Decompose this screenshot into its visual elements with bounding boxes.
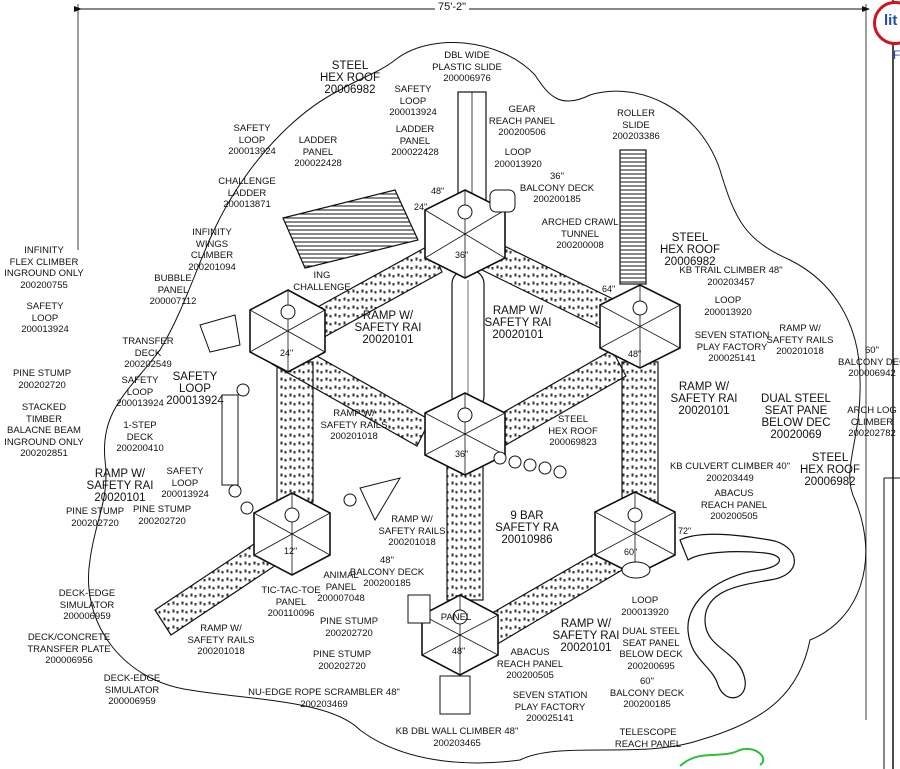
label-deck-concrete: DECK/CONCRETE TRANSFER PLATE 200006956 <box>27 632 111 666</box>
tube-slide-shape <box>451 269 485 411</box>
label-pine-stump-1: PINE STUMP 200202720 <box>12 368 72 391</box>
ramps <box>154 239 659 647</box>
deck-height-3: 24" <box>280 348 293 358</box>
label-arch-log: ARCH LOG CLIMBER 200202782 <box>847 405 897 439</box>
label-ramp-center: RAMP W/ SAFETY RAILS 200201018 <box>320 408 388 442</box>
label-stacked-timber: STACKED TIMBER BALACNE BEAM INGROUND ONL… <box>4 402 84 459</box>
label-ramp-right: RAMP W/ SAFETY RAI 20020101 <box>484 305 552 341</box>
deck-height-2: 36" <box>455 250 468 260</box>
label-deck-edge-2: DECK-EDGE SIMULATOR 200006959 <box>103 673 161 707</box>
label-deck-edge-1: DECK-EDGE SIMULATOR 200006959 <box>58 588 116 622</box>
label-safety-loop-big: SAFETY LOOP 200013924 <box>166 371 224 407</box>
label-steel-hex-roof-3: STEEL HEX ROOF 200069823 <box>548 414 598 448</box>
dimension-line <box>74 4 870 720</box>
deck-height-1: 48" <box>431 186 444 196</box>
label-dbl-wide-slide: DBL WIDE PLASTIC SLIDE 200006976 <box>432 50 502 84</box>
label-seven-station-2: SEVEN STATION PLAY FACTORY 200025141 <box>512 690 588 724</box>
label-ramp-bottom-right: RAMP W/ SAFETY RAI 20020101 <box>552 618 620 654</box>
spiral-slide-shape <box>679 533 795 699</box>
label-tic-tac-toe: TIC-TAC-TOE PANEL 200110096 <box>261 585 321 619</box>
misc-components <box>199 189 651 715</box>
label-loop-1: LOOP 200013920 <box>494 147 542 170</box>
label-balcony-60-low: 60" BALCONY DECK 200200185 <box>609 676 685 710</box>
label-panel-small: PANEL <box>440 612 472 623</box>
label-abacus-1: ABACUS REACH PANEL 200200505 <box>700 488 768 522</box>
label-nu-edge: NU-EDGE ROPE SCRAMBLER 48" 200203469 <box>248 687 400 710</box>
label-infinity-wings: INFINITY WINGS CLIMBER 200201094 <box>188 227 236 273</box>
label-safety-loop-left: SAFETY LOOP 200013924 <box>21 301 69 335</box>
label-balcony-48: 48" BALCONY DECK 200200185 <box>349 555 425 589</box>
label-ramp-lower-center: RAMP W/ SAFETY RAILS 200201018 <box>378 514 446 548</box>
label-kb-culvert: KB CULVERT CLIMBER 40" 200203449 <box>669 461 791 484</box>
label-ramp-left: RAMP W/ SAFETY RAI 20020101 <box>354 310 422 346</box>
dbl-wide-slide-shape <box>457 91 487 205</box>
deck-height-10: 64" <box>602 284 615 294</box>
label-pine-stump-3: PINE STUMP 200202720 <box>132 504 192 527</box>
dimension-label: 75'-2" <box>434 1 470 13</box>
deck-height-4: 48" <box>628 349 641 359</box>
logo-text: lit <box>884 12 898 29</box>
label-one-step: 1-STEP DECK 200200410 <box>116 420 164 454</box>
edge-fragment: F <box>893 48 900 62</box>
label-ramp-far-right: RAMP W/ SAFETY RAILS 200201018 <box>766 323 834 357</box>
label-ladder-panel-1: LADDER PANEL 200022428 <box>294 135 342 169</box>
label-challenge-ladder: CHALLENGE LADDER 200013871 <box>218 176 276 210</box>
label-safety-loop-4: SAFETY LOOP 200013924 <box>161 466 209 500</box>
deck-roof-circles <box>280 204 648 625</box>
label-abacus-2: ABACUS REACH PANEL 200200505 <box>496 647 564 681</box>
label-bubble-panel: BUBBLE PANEL 200007112 <box>149 273 197 307</box>
title-block-edge <box>883 0 900 769</box>
deck-height-8: 48" <box>452 646 465 656</box>
deck-height-11: 24" <box>414 202 427 212</box>
label-ramp-mid-right: RAMP W/ SAFETY RAI 20020101 <box>670 381 738 417</box>
label-ladder-panel-2: LADDER PANEL 200022428 <box>391 124 439 158</box>
roller-slide-shape <box>619 149 647 285</box>
label-challenge-small: ING CHALLENGE <box>293 270 351 293</box>
label-kb-dbl-wall: KB DBL WALL CLIMBER 48" 200203465 <box>395 726 519 749</box>
label-dual-steel-2: DUAL STEEL SEAT PANEL BELOW DECK 2002006… <box>619 626 683 672</box>
deck-height-5: 36" <box>455 449 468 459</box>
label-ramp-bottom-left: RAMP W/ SAFETY RAILS 200201018 <box>187 623 255 657</box>
label-arched-crawl: ARCHED CRAWL TUNNEL 200200008 <box>541 217 619 251</box>
label-animal-panel: ANIMAL PANEL 200007048 <box>317 570 365 604</box>
label-roller-slide: ROLLER SLIDE 200203386 <box>612 108 660 142</box>
deck-height-9: 72" <box>678 526 691 536</box>
label-kb-trail: KB TRAIL CLIMBER 48" 200203457 <box>679 265 783 288</box>
label-loop-2: LOOP 200013920 <box>704 295 752 318</box>
label-ramp-lower-left: RAMP W/ SAFETY RAI 20020101 <box>86 468 154 504</box>
challenge-ladder-shape <box>282 189 419 269</box>
label-pine-stump-4: PINE STUMP 200202720 <box>319 616 379 639</box>
deck-height-labels: 48" 36" 24" 48" 36" 12" 60" 48" 72" 64" … <box>280 186 691 656</box>
label-transfer-deck: TRANSFER DECK 200202549 <box>122 336 174 370</box>
label-pine-stump-2: PINE STUMP 200202720 <box>65 506 125 529</box>
label-pine-stump-5: PINE STUMP 200202720 <box>312 649 372 672</box>
label-telescope: TELESCOPE REACH PANEL <box>614 727 682 750</box>
label-steel-hex-roof-2: STEEL HEX ROOF 20006982 <box>659 232 721 268</box>
label-safety-loop-2: SAFETY LOOP 200013924 <box>228 123 276 157</box>
green-plant <box>679 747 765 767</box>
label-seven-station-1: SEVEN STATION PLAY FACTORY 200025141 <box>694 330 770 364</box>
label-gear-reach: GEAR REACH PANEL 200200506 <box>488 104 556 138</box>
logo: lit <box>873 1 900 45</box>
label-infinity-flex: INFINITY FLEX CLIMBER INGROUND ONLY 2002… <box>4 245 84 291</box>
label-balcony-60-right: 60" BALCONY DEC 200006942 <box>838 345 900 379</box>
label-balcony-36: 36" BALCONY DECK 200200185 <box>519 171 595 205</box>
use-zone-outline <box>88 42 867 764</box>
label-steel-hex-roof-1: STEEL HEX ROOF 20006982 <box>319 60 381 96</box>
label-dual-steel-1: DUAL STEEL SEAT PANE BELOW DEC 20020069 <box>761 393 831 441</box>
deck-height-6: 12" <box>284 546 297 556</box>
deck-height-7: 60" <box>624 547 637 557</box>
label-nine-bar: 9 BAR SAFETY RA 20010986 <box>495 510 559 546</box>
label-safety-loop-3: SAFETY LOOP 200013924 <box>116 375 164 409</box>
label-loop-3: LOOP 200013920 <box>621 595 669 618</box>
label-steel-hex-roof-4: STEEL HEX ROOF 20006982 <box>799 452 861 488</box>
label-safety-loop-1: SAFETY LOOP 200013924 <box>389 84 437 118</box>
